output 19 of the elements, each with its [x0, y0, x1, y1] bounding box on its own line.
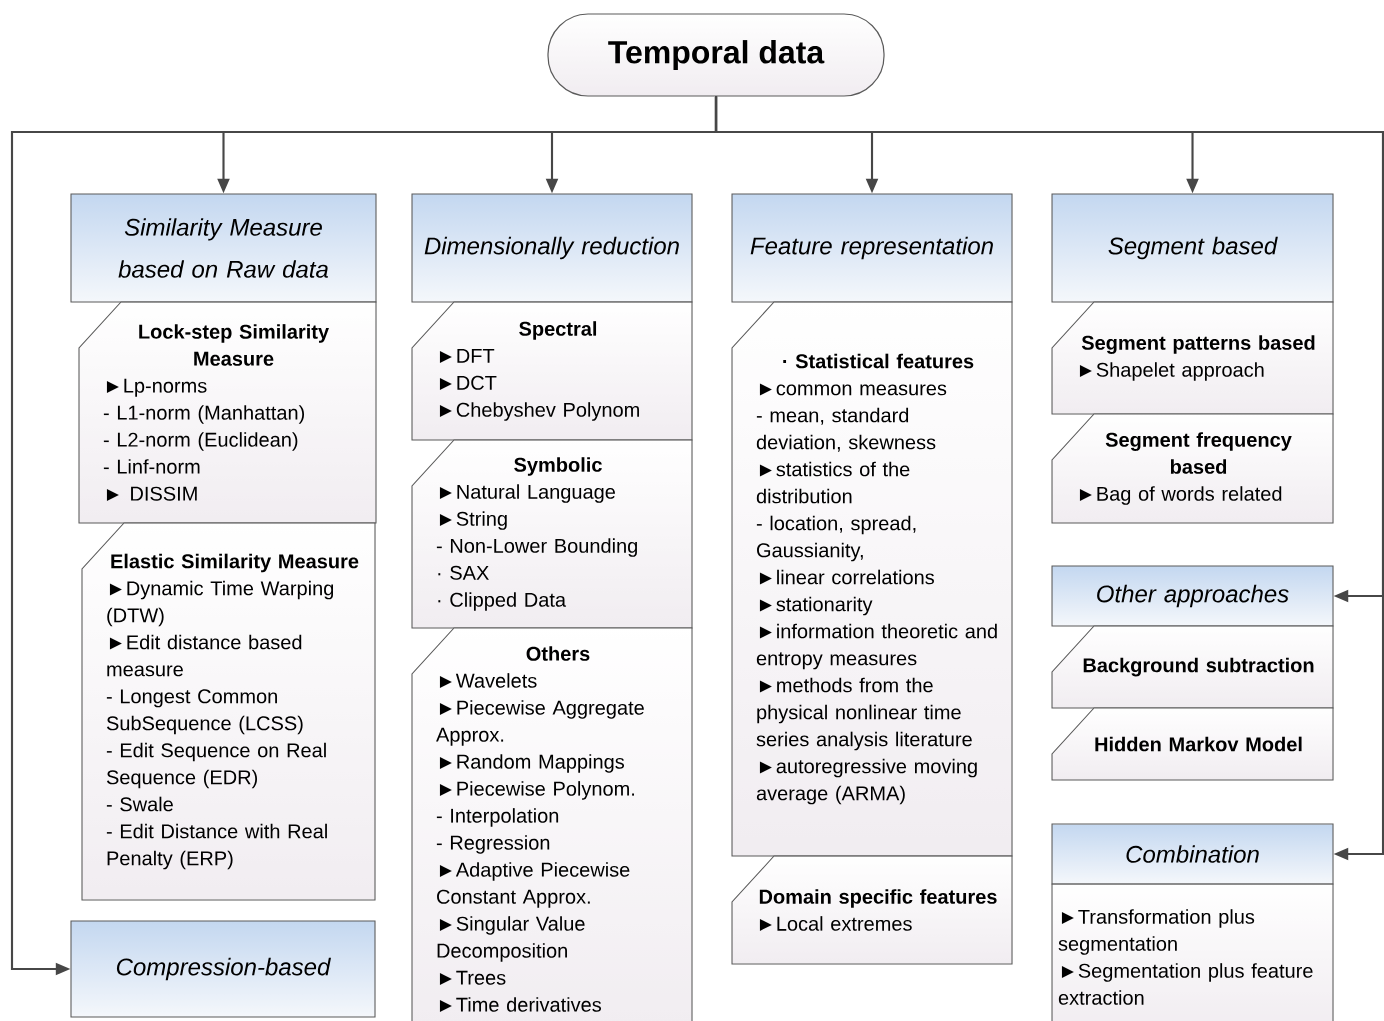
- category-header: Similarity Measure based on Raw data: [70, 193, 377, 303]
- note-card: Segment frequency based ►Bag of words related: [1051, 413, 1334, 524]
- category-header: Segment based: [1051, 193, 1334, 303]
- category-header: Compression-based: [70, 920, 376, 1018]
- category-header: Other approaches: [1051, 565, 1334, 627]
- category-header: Combination: [1051, 823, 1334, 885]
- note-card: Background subtraction: [1051, 625, 1334, 709]
- category-header: Dimensionally reduction: [411, 193, 693, 303]
- list-box: ►Transformation plus segmentation ►Segmentation plus feature extraction: [1051, 883, 1334, 1021]
- category-header: Feature representation: [731, 193, 1013, 303]
- note-card: Domain specific features ►Local extremes: [731, 855, 1013, 965]
- note-card: Others ►Wavelets ►Piecewise Aggregate Approx. ►Random Mappings ►Piecewise Polynom. - Interpolation - Regression ►Adaptive Piecewise Constant Approx. ►Singular Value Decomposition ►Trees ►Time derivatives: [411, 627, 693, 1021]
- note-card: Symbolic ►Natural Language ►String - Non-Lower Bounding · SAX · Clipped Data: [411, 439, 693, 629]
- start-terminal: Temporal data: [547, 13, 885, 97]
- connector-arrow: [714, 96, 1384, 861]
- note-card: Elastic Similarity Measure ►Dynamic Time Warping (DTW) ►Edit distance based measure - Longest Common SubSequence (LCSS) - Edit Sequence on Real Sequence (EDR) - Swale - Edit Distance with Real Penalty (ERP): [81, 522, 376, 901]
- note-card: Hidden Markov Model: [1051, 707, 1334, 781]
- note-card: Spectral ►DFT ►DCT ►Chebyshev Polynom: [411, 301, 693, 441]
- note-card: Segment patterns based ►Shapelet approach: [1051, 301, 1334, 415]
